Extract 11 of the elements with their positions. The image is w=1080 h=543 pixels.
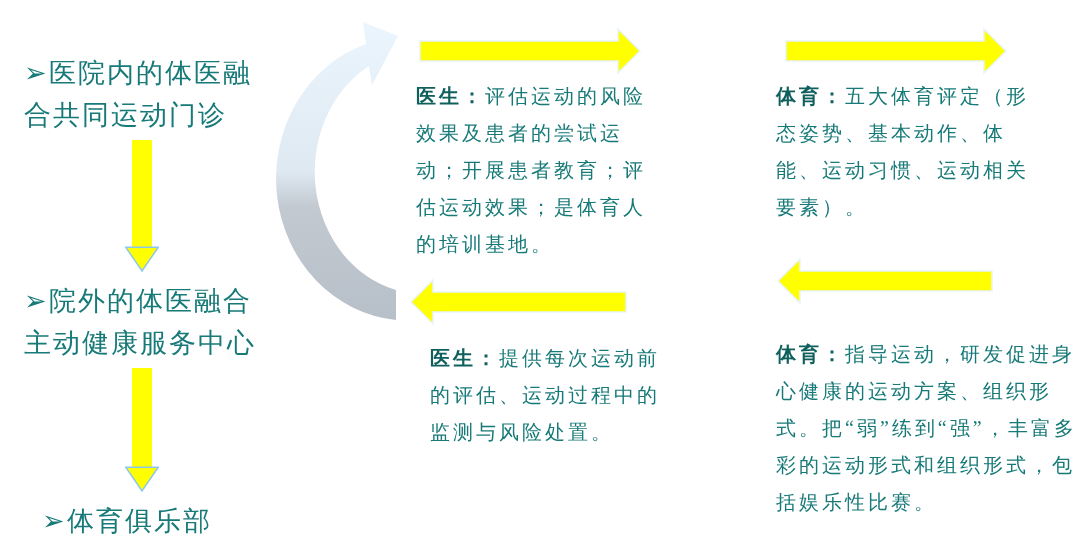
description-text: 医生：评估运动的风险效果及患者的尝试运动；开展患者教育；评估运动效果；是体育人的培训基地。 [416,78,651,263]
arrow [125,368,159,492]
list-item: ➢体育俱乐部 [42,500,242,542]
arrow [125,140,159,272]
list-item: ➢医院内的体医融合共同运动门诊 [24,52,256,136]
arrow [409,278,627,326]
description-text: 体育：五大体育评定（形态姿势、基本动作、体能、运动习惯、运动相关要素）。 [776,78,1038,226]
arrow [776,257,993,305]
list-item: ➢院外的体医融合主动健康服务中心 [24,280,256,364]
description-text: 医生：提供每次运动前的评估、运动过程中的监测与风险处置。 [430,340,665,451]
description-text: 体育：指导运动，研发促进身心健康的运动方案、组织形式。把“弱”练到“强”，丰富多彩的运动形式和组织形式，包括娱乐性比赛。 [776,336,1080,521]
